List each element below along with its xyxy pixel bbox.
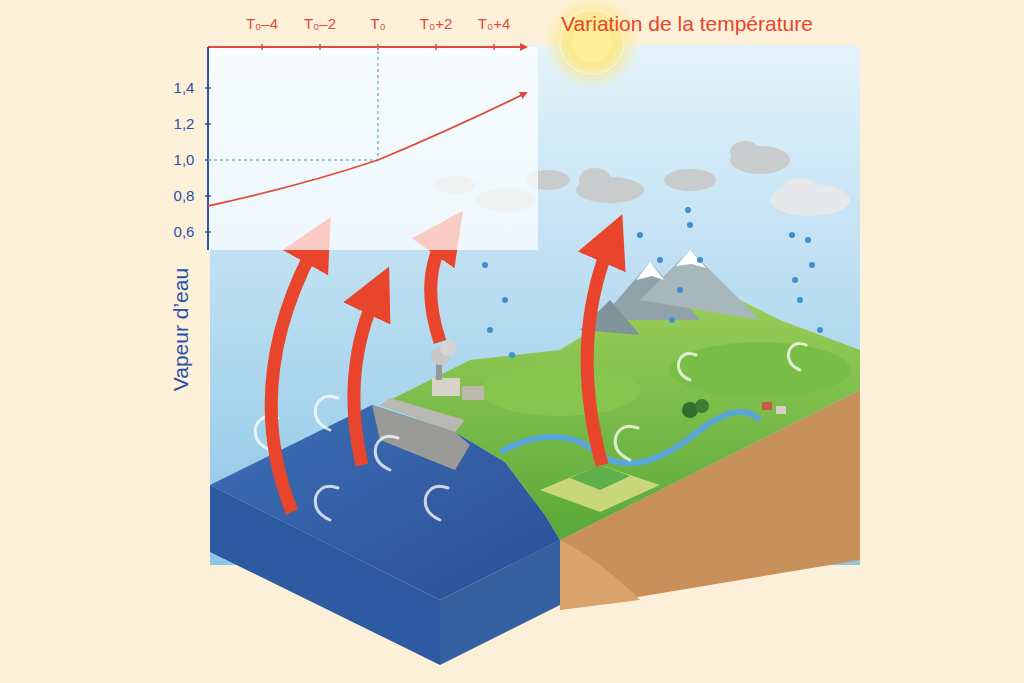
axis-tick-label: T₀+4 [478, 16, 511, 33]
axis-title: Variation de la température [561, 12, 813, 35]
axis-tick-label: 1,4 [174, 80, 195, 97]
axis-tick-label: 0,6 [174, 224, 195, 241]
axis-tick-label: 1,2 [174, 116, 195, 133]
axis-title: Vapeur d’eau [169, 268, 192, 391]
axis-tick-label: T₀–4 [246, 16, 278, 33]
axis-tick-label: 0,8 [174, 188, 195, 205]
axis-tick-label: T₀+2 [420, 16, 453, 33]
axis-tick-label: T₀ [370, 16, 385, 33]
axis-tick-label: T₀–2 [304, 16, 336, 33]
axis-tick-label: 1,0 [174, 152, 195, 169]
